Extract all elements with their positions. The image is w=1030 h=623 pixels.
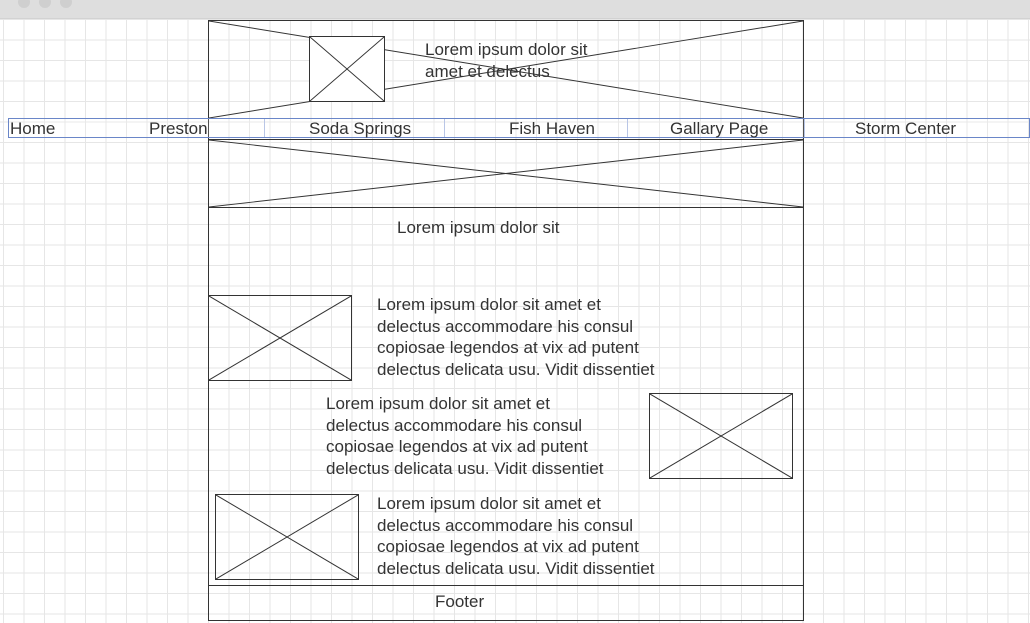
main-nav: Home Preston Soda Springs Fish Haven Gal… xyxy=(8,118,1030,138)
nav-item-preston[interactable]: Preston xyxy=(149,119,208,138)
nav-divider xyxy=(264,119,265,137)
logo-placeholder xyxy=(309,36,385,102)
nav-item-home[interactable]: Home xyxy=(10,119,56,138)
section-1-text-line: copiosae legendos at vix ad putent xyxy=(377,338,639,357)
section-1-text-line: Lorem ipsum dolor sit amet et xyxy=(377,295,601,314)
window-titlebar xyxy=(0,0,1030,19)
section-1-image-placeholder xyxy=(208,295,352,381)
main-heading: Lorem ipsum dolor sit xyxy=(397,218,560,237)
header-tagline-line2: amet et delectus xyxy=(425,62,550,81)
section-1-text-line: delectus delicata usu. Vidit dissentiet xyxy=(377,360,655,379)
nav-item-soda-springs[interactable]: Soda Springs xyxy=(309,119,412,138)
window-close-dot[interactable] xyxy=(18,0,30,8)
section-2-text-line: delectus accommodare his consul xyxy=(326,416,583,435)
header-tagline-line1: Lorem ipsum dolor sit xyxy=(425,40,588,59)
nav-divider xyxy=(444,119,445,137)
section-2-text-line: delectus delicata usu. Vidit dissentiet xyxy=(326,459,604,478)
footer-label: Footer xyxy=(435,592,485,611)
section-2-image-placeholder xyxy=(649,393,793,479)
window-maximize-dot[interactable] xyxy=(60,0,72,8)
section-2-text-line: copiosae legendos at vix ad putent xyxy=(326,437,588,456)
section-1-text-line: delectus accommodare his consul xyxy=(377,317,634,336)
section-3-text-line: copiosae legendos at vix ad putent xyxy=(377,537,639,556)
nav-divider xyxy=(627,119,628,137)
nav-item-storm-center[interactable]: Storm Center xyxy=(855,119,957,138)
section-2-text-line: Lorem ipsum dolor sit amet et xyxy=(326,394,550,413)
nav-item-gallary-page[interactable]: Gallary Page xyxy=(670,119,769,138)
section-3-text-line: delectus accommodare his consul xyxy=(377,516,634,535)
window-minimize-dot[interactable] xyxy=(39,0,51,8)
nav-divider xyxy=(804,119,805,137)
section-3-text-line: delectus delicata usu. Vidit dissentiet xyxy=(377,559,655,578)
nav-item-fish-haven[interactable]: Fish Haven xyxy=(509,119,595,138)
section-3-text-line: Lorem ipsum dolor sit amet et xyxy=(377,494,601,513)
hero-image-placeholder xyxy=(208,139,804,208)
section-3-image-placeholder xyxy=(215,494,359,580)
footer xyxy=(208,585,804,621)
